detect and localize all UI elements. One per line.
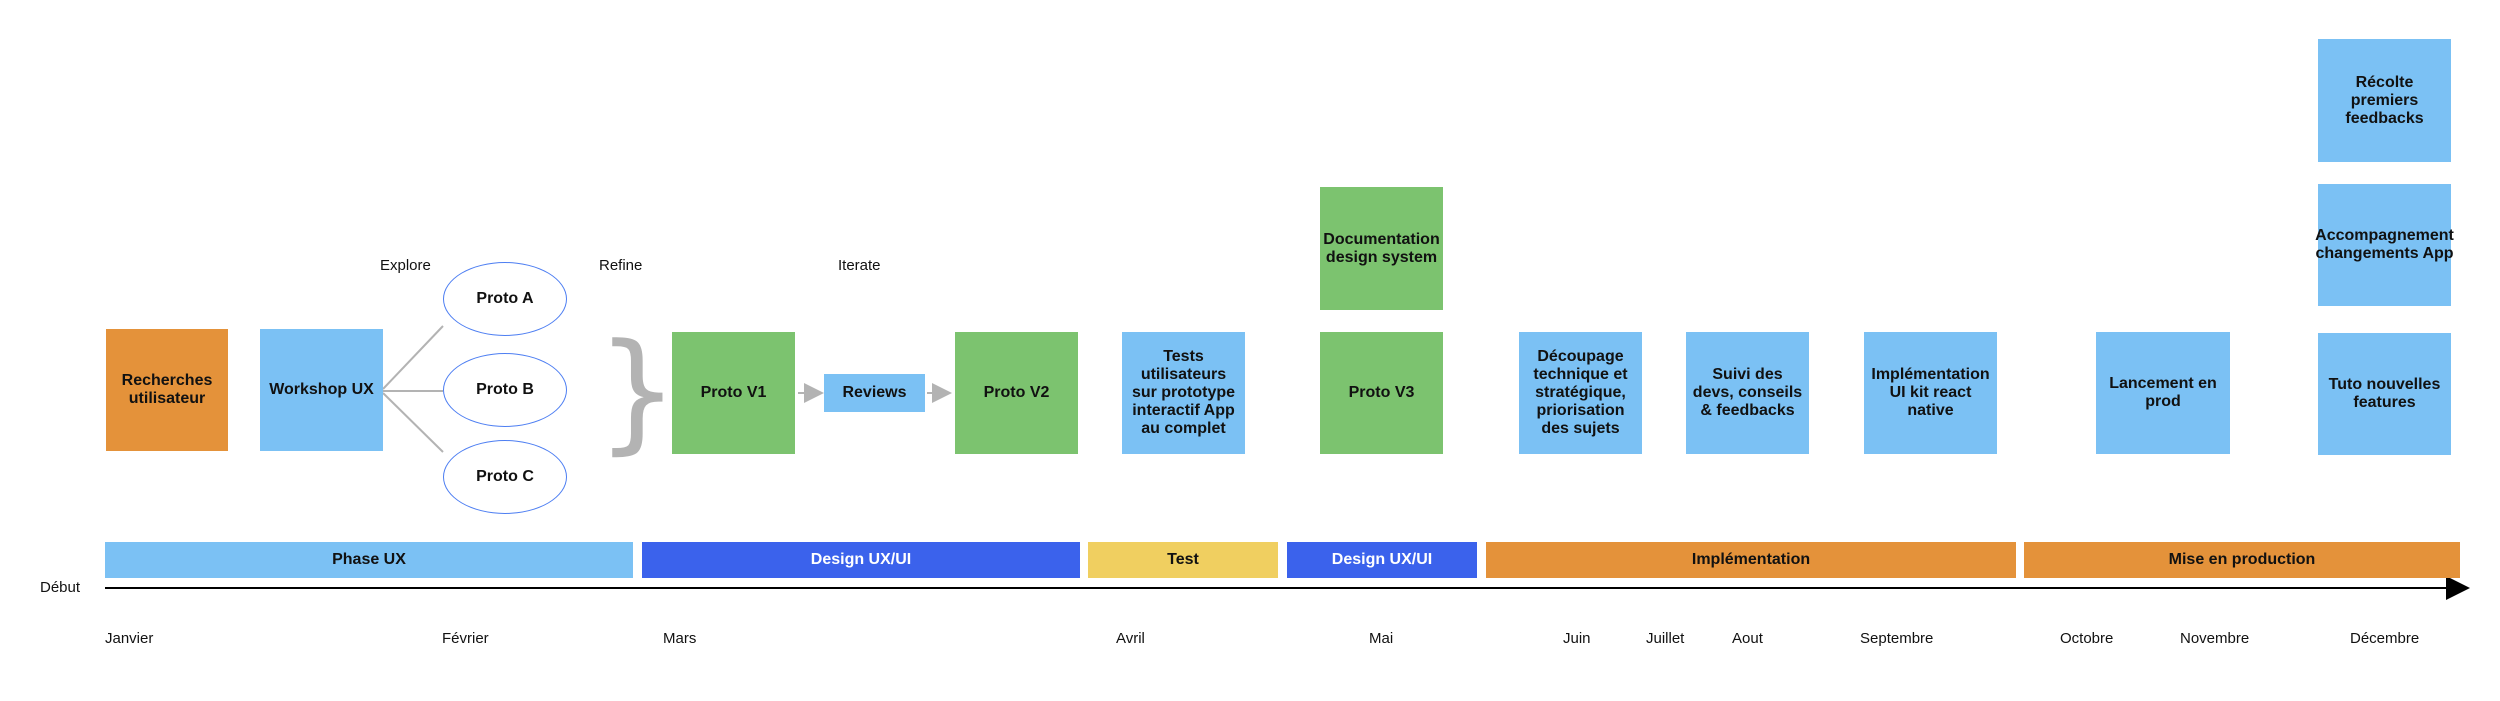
connector-workshop-proto-c — [382, 392, 444, 453]
month-label: Avril — [1116, 630, 1145, 647]
month-label: Septembre — [1860, 630, 1934, 647]
phase-bar-test: Test — [1088, 542, 1278, 578]
stage-label-iterate: Iterate — [838, 257, 881, 274]
box-tuto-nouvelles-features: Tuto nouvelles features — [2318, 333, 2451, 455]
month-label: Octobre — [2060, 630, 2114, 647]
box-decoupage-technique: Découpage technique et stratégique, prio… — [1519, 332, 1642, 454]
month-label: Juillet — [1646, 630, 1685, 647]
month-label: Mai — [1369, 630, 1394, 647]
box-recherches-utilisateur: Recherches utilisateur — [106, 329, 228, 451]
month-label: Février — [442, 630, 489, 647]
month-label: Décembre — [2350, 630, 2420, 647]
month-label: Juin — [1563, 630, 1591, 647]
connector-workshop-proto-a — [382, 325, 444, 390]
month-label: Novembre — [2180, 630, 2250, 647]
timeline-start-label: Début — [40, 579, 81, 596]
month-label: Mars — [663, 630, 697, 647]
box-proto-v1: Proto V1 — [672, 332, 795, 454]
brace-icon: } — [596, 315, 679, 467]
box-suivi-des-devs: Suivi des devs, conseils & feedbacks — [1686, 332, 1809, 454]
phase-bar-mise-en-production: Mise en production — [2024, 542, 2460, 578]
box-documentation-design-system: Documentation design system — [1320, 187, 1443, 310]
month-label: Janvier — [105, 630, 154, 647]
box-proto-v2: Proto V2 — [955, 332, 1078, 454]
box-tests-utilisateurs: Tests utilisateurs sur prototype interac… — [1122, 332, 1245, 454]
stage-label-explore: Explore — [380, 257, 431, 274]
box-proto-v3: Proto V3 — [1320, 332, 1443, 454]
ellipse-proto-c: Proto C — [443, 440, 567, 514]
box-accompagnement-changements: Accompagnement changements App — [2315, 184, 2454, 306]
ellipse-proto-a: Proto A — [443, 262, 567, 336]
box-implementation-ui-kit: Implémentation UI kit react native — [1864, 332, 1997, 454]
month-label: Aout — [1732, 630, 1763, 647]
phase-bar-phase-ux: Phase UX — [105, 542, 633, 578]
phase-bar-design-ux-ui-1: Design UX/UI — [642, 542, 1080, 578]
phase-bar-implementation: Implémentation — [1486, 542, 2016, 578]
phase-bar-design-ux-ui-2: Design UX/UI — [1287, 542, 1477, 578]
box-reviews: Reviews — [824, 374, 925, 412]
box-recolte-premiers-feedbacks: Récolte premiers feedbacks — [2318, 39, 2451, 162]
stage-label-refine: Refine — [599, 257, 643, 274]
ellipse-proto-b: Proto B — [443, 353, 567, 427]
box-lancement-en-prod: Lancement en prod — [2096, 332, 2230, 454]
box-workshop-ux: Workshop UX — [260, 329, 383, 451]
